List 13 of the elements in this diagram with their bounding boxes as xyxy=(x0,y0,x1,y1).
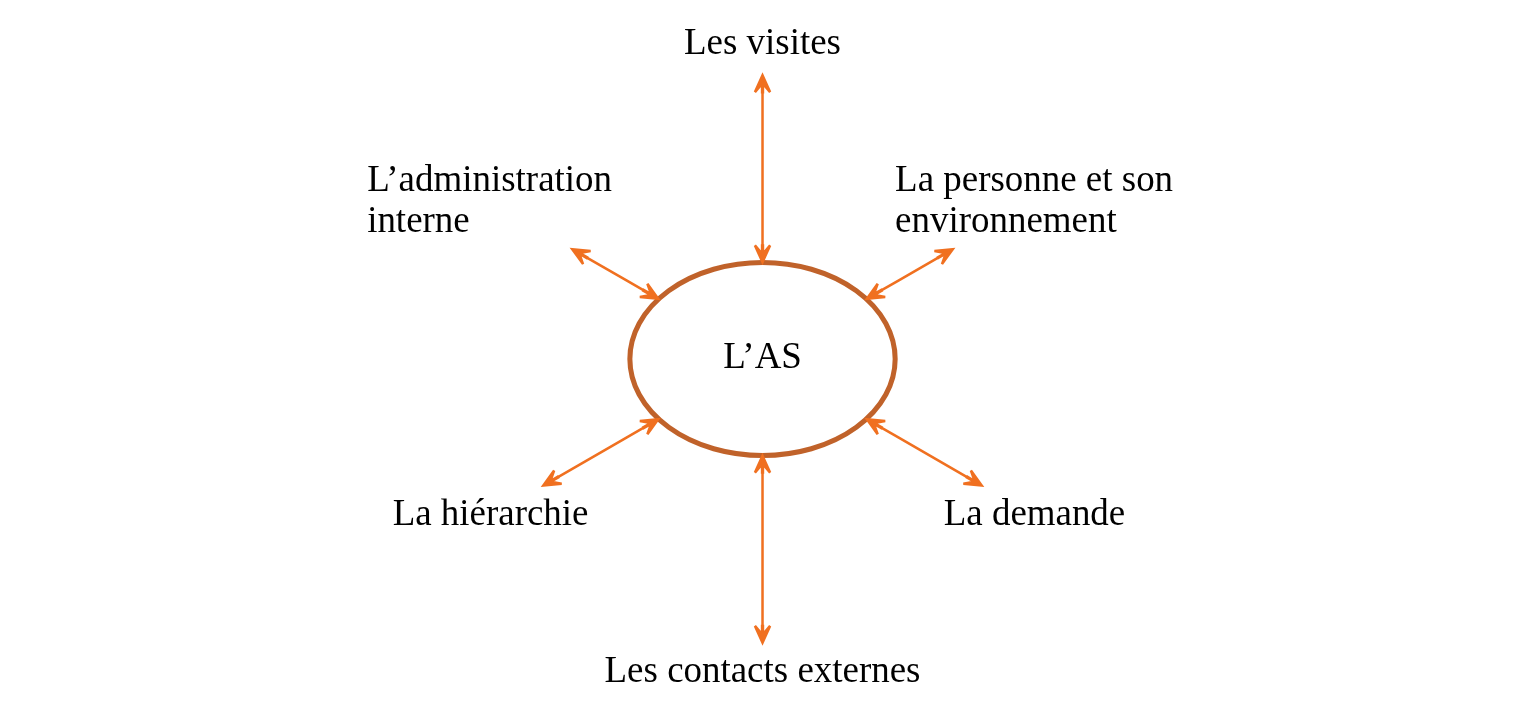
node-text: Les visites xyxy=(683,21,841,63)
node-text: L’administration interne xyxy=(366,158,612,240)
arrow xyxy=(541,418,659,487)
node-text: La demande xyxy=(943,492,1125,534)
arrow xyxy=(865,418,983,487)
arrow xyxy=(865,247,954,300)
node-ellipse: L’AS xyxy=(626,259,898,459)
arrow xyxy=(570,247,659,300)
node-text: Les contacts externes xyxy=(604,649,920,691)
node-text: La hiérarchie xyxy=(392,492,588,534)
node-text: La personne et son environnement xyxy=(894,158,1173,240)
arrow xyxy=(753,74,771,264)
arrow xyxy=(753,454,771,644)
